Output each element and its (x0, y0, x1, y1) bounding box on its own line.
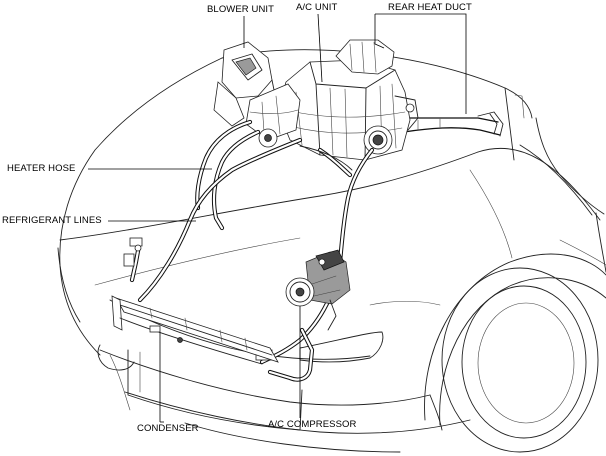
blower-unit (213, 41, 301, 148)
heater-hose (195, 119, 261, 231)
label-refrigerant-lines: REFRIGERANT LINES (2, 215, 102, 226)
label-condenser: CONDENSER (137, 423, 199, 434)
car-body (57, 49, 606, 453)
leader-lines (88, 13, 467, 423)
rear-heat-duct (401, 111, 504, 137)
label-ac-unit: A/C UNIT (296, 2, 338, 13)
condenser (111, 295, 279, 365)
label-ac-compressor: A/C COMPRESSOR (268, 419, 357, 430)
label-blower-unit: BLOWER UNIT (207, 4, 275, 15)
label-rear-heat-duct: REAR HEAT DUCT (388, 2, 472, 13)
label-heater-hose: HEATER HOSE (7, 163, 76, 174)
